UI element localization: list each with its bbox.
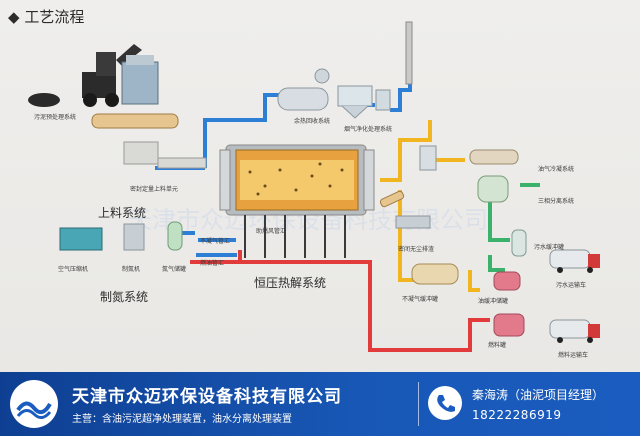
sludge-pile xyxy=(28,93,60,107)
green-pipes xyxy=(488,183,540,272)
wave-logo-icon xyxy=(16,401,52,419)
label-three-phase: 三相分离系统 xyxy=(538,198,575,205)
sludge-hopper xyxy=(121,55,159,105)
feed-unit xyxy=(123,141,207,169)
phone-icon[interactable] xyxy=(428,386,462,420)
company-logo xyxy=(10,380,58,428)
label-sewage-truck: 污水运输车 xyxy=(556,282,587,289)
label-sealed-feed: 密封定量上料单元 xyxy=(130,186,179,193)
slag-cart xyxy=(395,215,431,229)
condenser-unit xyxy=(469,149,519,165)
label-nitrogen-machine: 制氮机 xyxy=(122,266,141,273)
air-compressor-unit xyxy=(59,227,103,251)
company-name: 天津市众迈环保设备科技有限公司 xyxy=(72,387,342,407)
label-feed-system: 上料系统 xyxy=(98,206,147,220)
label-oil-buffer: 油缓冲储罐 xyxy=(478,298,509,305)
waste-heat-unit xyxy=(277,68,330,111)
label-sealed-slag: 密闭无尘排渣 xyxy=(398,246,435,253)
footer-divider xyxy=(418,382,419,426)
label-flue-gas: 烟气净化处理系统 xyxy=(344,126,393,133)
fuel-truck-unit xyxy=(549,319,600,343)
label-fuel-truck: 燃料运输车 xyxy=(558,352,589,359)
diagram-svg: 天津市众迈环保设备科技有限公司 xyxy=(28,21,600,352)
contact-name: 秦海涛（油泥项目经理） xyxy=(472,388,605,402)
company-business: 主营：含油污泥超净处理装置，油水分离处理装置 xyxy=(72,414,292,425)
label-fuel-pipe: 燃油管汇 xyxy=(200,260,225,267)
label-waste-heat: 余热回收系统 xyxy=(294,118,331,125)
slag-conveyor xyxy=(379,190,405,208)
screw-conveyor xyxy=(91,113,179,129)
nitrogen-tank-unit xyxy=(167,221,183,251)
sewage-truck-unit xyxy=(549,249,600,273)
fuel-tank-unit xyxy=(493,313,525,337)
title-bullet: ◆ xyxy=(8,8,20,26)
company-footer: 天津市众迈环保设备科技有限公司 主营：含油污泥超净处理装置，油水分离处理装置 秦… xyxy=(0,372,640,436)
red-pipes xyxy=(190,250,490,352)
label-oil-condense: 油气冷凝系统 xyxy=(538,166,575,173)
label-fuel-tank: 燃料罐 xyxy=(488,342,507,349)
label-sludge-pretreatment: 污泥预处理系统 xyxy=(34,114,77,121)
label-nitrogen-tank: 氮气储罐 xyxy=(162,266,187,273)
nitrogen-machine-unit xyxy=(123,223,145,251)
noncondensable-buffer-tank xyxy=(411,263,459,285)
sewage-buffer-tank xyxy=(511,229,527,257)
label-gas-pipe: 助燃风管汇 xyxy=(256,228,287,235)
label-air-compressor: 空气压缩机 xyxy=(58,266,89,273)
label-nitrogen-system: 制氮系统 xyxy=(100,290,149,304)
oil-buffer-tank xyxy=(493,271,521,291)
contact-phone[interactable]: 18222286919 xyxy=(472,408,562,422)
separator-unit xyxy=(477,175,509,203)
page-title: ◆ 工艺流程 xyxy=(8,6,84,27)
label-sewage-buffer: 污水缓冲罐 xyxy=(534,244,565,251)
pyrolysis-reactor xyxy=(219,144,375,258)
label-nitrogen-pipe: 不凝气管汇 xyxy=(200,238,231,245)
label-pyrolysis-system: 恒压热解系统 xyxy=(254,276,327,290)
flue-gas-unit xyxy=(337,85,391,119)
title-text: 工艺流程 xyxy=(24,8,85,26)
cyclone-unit xyxy=(419,145,437,171)
chimney xyxy=(405,21,413,85)
process-diagram: ◆ 工艺流程 天津市众迈环保设备科技有限公司 xyxy=(0,0,640,372)
label-noncondensable-buffer: 不凝气缓冲罐 xyxy=(402,296,439,303)
